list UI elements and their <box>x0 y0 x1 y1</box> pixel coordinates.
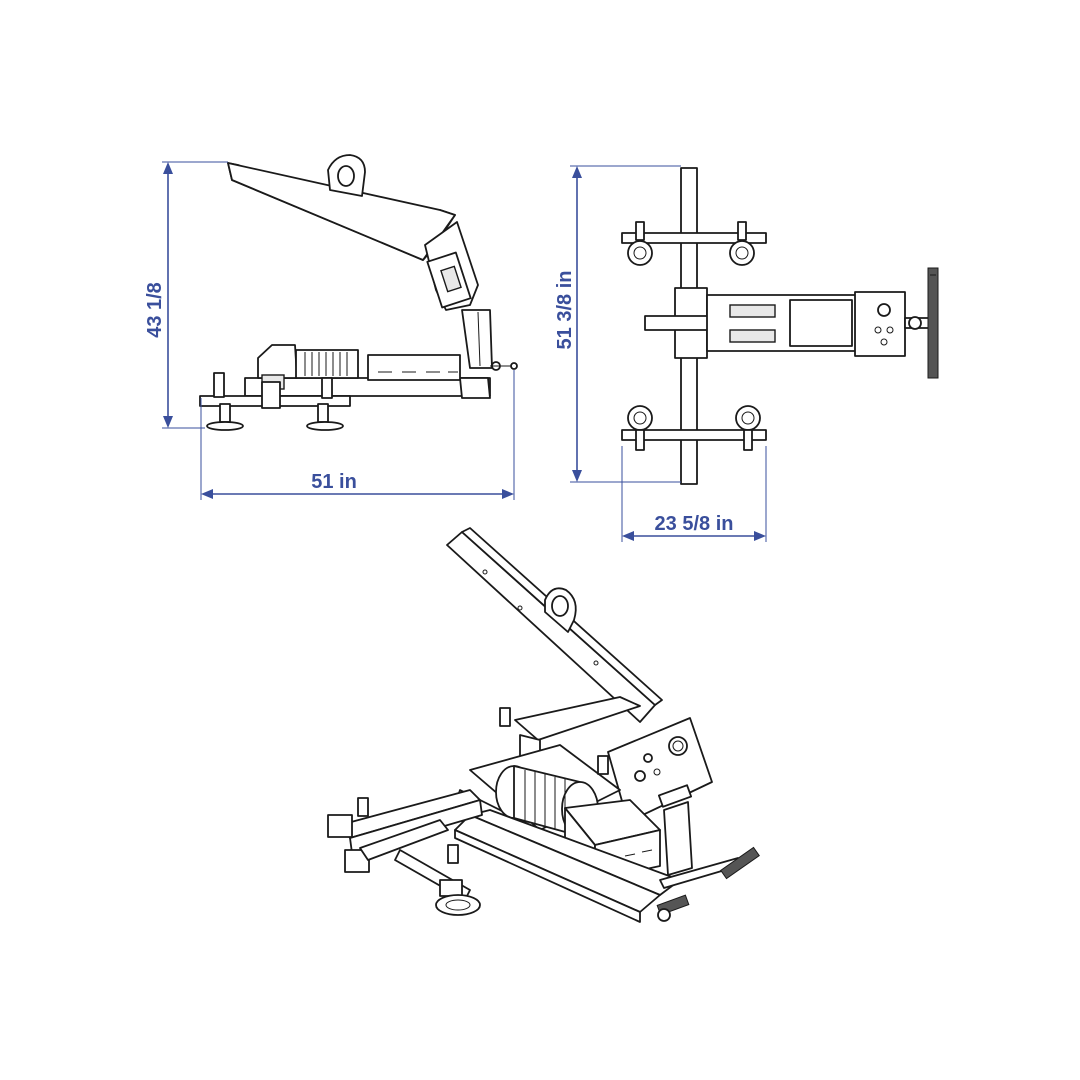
lifting-eye <box>544 587 577 633</box>
handle <box>656 846 760 922</box>
vacuum-pad <box>206 372 244 431</box>
top-length-label: 51 3/8 in <box>554 271 576 350</box>
lifting-eye <box>327 154 366 197</box>
top-width-label: 23 5/8 in <box>655 513 734 535</box>
vacuum-pad <box>306 377 344 431</box>
isometric-view <box>327 527 760 923</box>
side-length-label: 51 in <box>311 471 357 493</box>
vacuum-pad <box>627 405 653 451</box>
vacuum-pad <box>735 405 761 451</box>
control-panel <box>607 717 713 823</box>
vacuum-pad <box>729 221 755 266</box>
cross-bar <box>327 789 483 873</box>
top-view: 51 3/8 in 23 5/8 in <box>554 165 939 542</box>
side-height-label: 43 1/8 <box>144 282 166 338</box>
fitting <box>357 707 609 864</box>
vacuum-pad <box>435 879 481 916</box>
vacuum-pad <box>627 221 653 266</box>
side-view: 43 1/8 51 in <box>144 154 518 500</box>
